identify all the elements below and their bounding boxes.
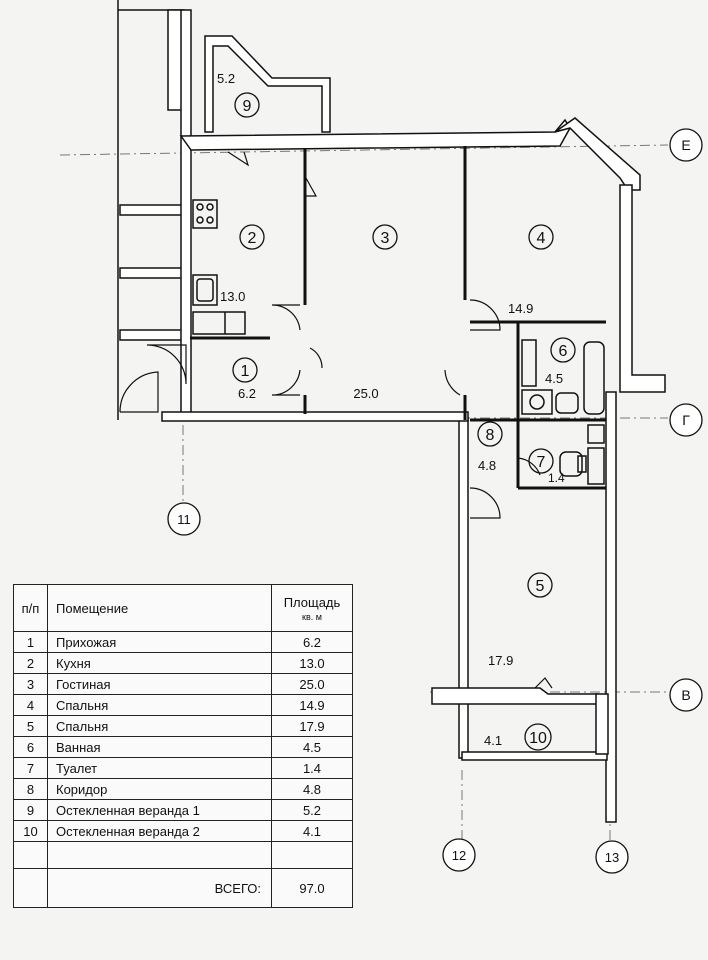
svg-text:4: 4 xyxy=(537,230,546,247)
room-number-2: 2 xyxy=(239,224,265,250)
interior-walls xyxy=(190,146,606,490)
header-num: п/п xyxy=(13,584,48,632)
room-number-10: 10 xyxy=(524,723,552,751)
room-area-2: 13.0 xyxy=(220,289,245,304)
svg-text:6: 6 xyxy=(559,343,568,360)
table-empty-row xyxy=(13,841,353,869)
room-area-8: 4.8 xyxy=(478,458,496,473)
axis-label-11: 11 xyxy=(177,512,191,527)
total-value: 97.0 xyxy=(271,868,353,908)
veranda-9-outline xyxy=(204,35,331,133)
bathroom-fixtures xyxy=(521,339,605,477)
axis-marker-11: 11 xyxy=(167,502,201,536)
header-area-unit: кв. м xyxy=(302,611,322,622)
axis-label-12: 12 xyxy=(452,848,466,863)
room-number-9: 9 xyxy=(234,92,260,118)
room-number-8: 8 xyxy=(477,421,503,447)
room-number-3: 3 xyxy=(372,224,398,250)
header-room: Помещение xyxy=(47,584,272,632)
room-area-1: 6.2 xyxy=(238,386,256,401)
svg-text:3: 3 xyxy=(381,230,390,247)
axis-marker-e: Е xyxy=(669,128,703,162)
room-number-6: 6 xyxy=(550,337,576,363)
axis-label-v: В xyxy=(681,687,690,703)
header-area-label: Площадь xyxy=(283,594,341,610)
room-area-4: 14.9 xyxy=(508,301,533,316)
svg-text:8: 8 xyxy=(486,427,495,444)
room-area-7: 1.4 xyxy=(548,471,565,485)
svg-text:9: 9 xyxy=(243,98,252,115)
axis-marker-12: 12 xyxy=(442,838,476,872)
exterior-walls xyxy=(161,9,666,823)
table-total-row: ВСЕГО: 97.0 xyxy=(13,868,353,908)
room-number-4: 4 xyxy=(528,224,554,250)
room-number-5: 5 xyxy=(527,572,553,598)
svg-text:7: 7 xyxy=(537,454,546,471)
axis-label-g: Г xyxy=(682,412,690,428)
room-area-6: 4.5 xyxy=(545,371,563,386)
axis-line-e xyxy=(59,144,669,156)
axis-label-13: 13 xyxy=(605,850,619,865)
door-swings xyxy=(119,151,553,689)
axis-label-e: Е xyxy=(681,137,690,153)
svg-text:1: 1 xyxy=(241,363,250,380)
room-area-5: 17.9 xyxy=(488,653,513,668)
room-area-9: 5.2 xyxy=(217,71,235,86)
room-area-10: 4.1 xyxy=(484,733,502,748)
axis-marker-g: Г xyxy=(669,403,703,437)
svg-text:5: 5 xyxy=(536,578,545,595)
kitchen-fixtures xyxy=(192,199,246,335)
svg-text:10: 10 xyxy=(529,730,547,747)
room-number-1: 1 xyxy=(232,357,258,383)
axis-marker-13: 13 xyxy=(595,840,629,874)
room-area-3: 25.0 xyxy=(353,386,378,401)
room-number-7: 7 xyxy=(528,448,554,474)
svg-text:2: 2 xyxy=(248,230,257,247)
total-label: ВСЕГО: xyxy=(47,868,272,908)
axis-marker-v: В xyxy=(669,678,703,712)
